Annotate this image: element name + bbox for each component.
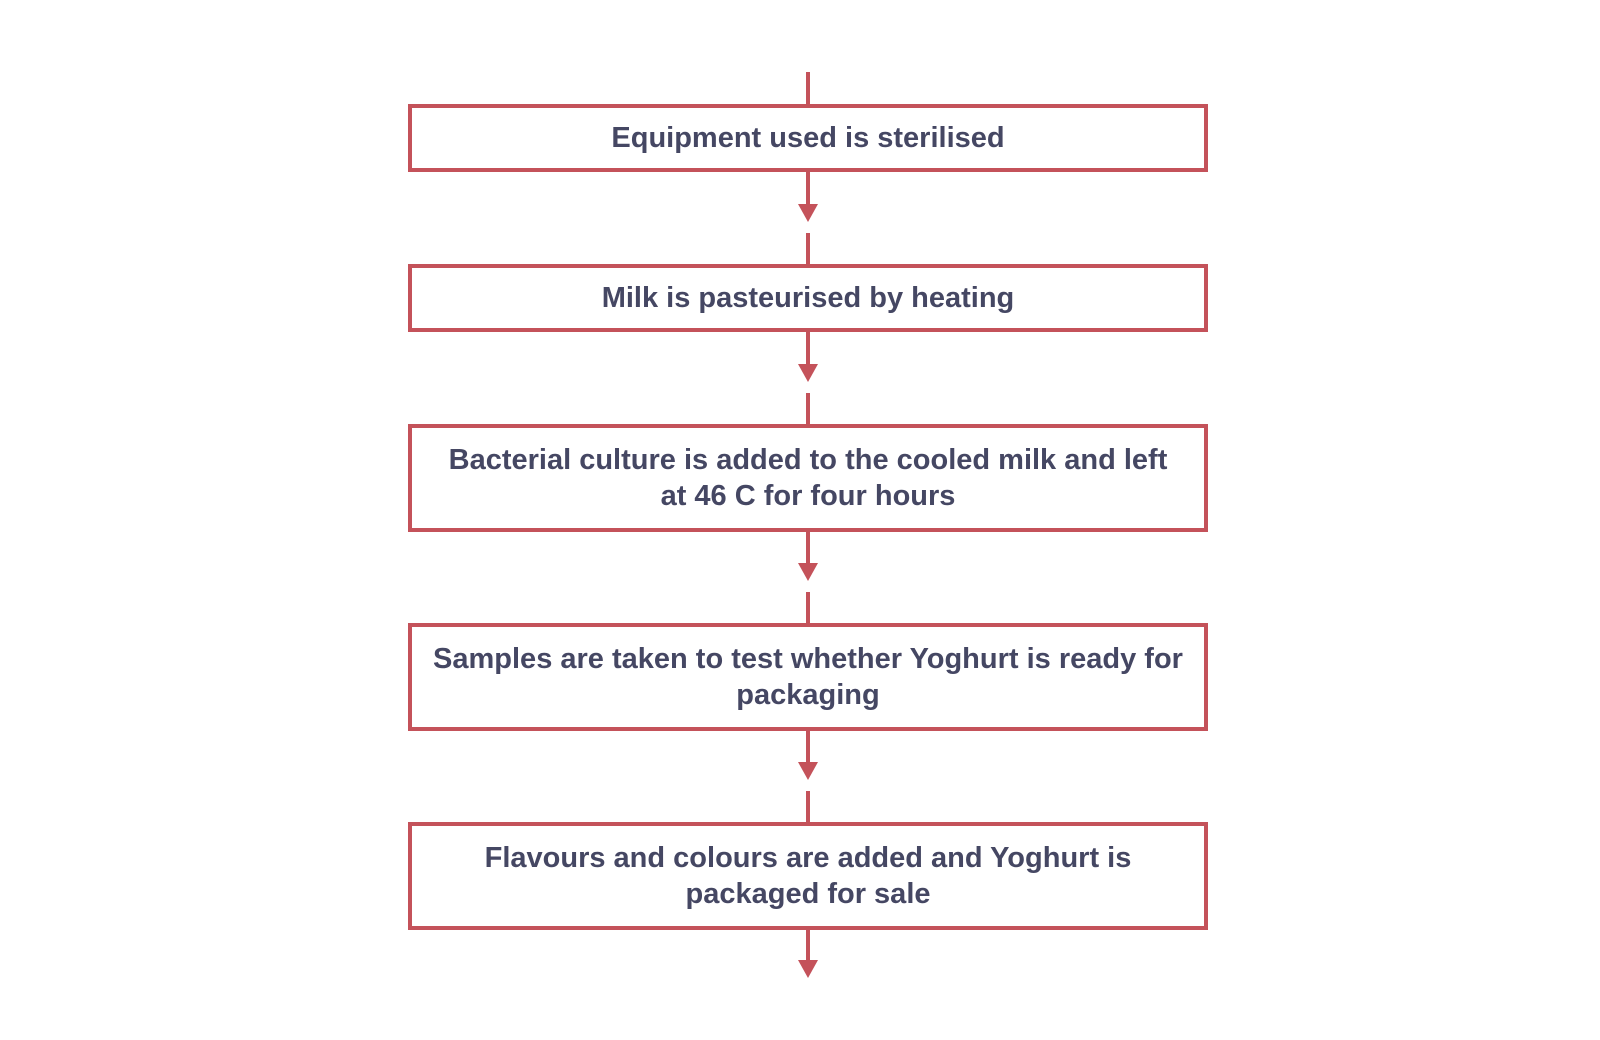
exit-arrowhead xyxy=(798,960,818,978)
flow-step-label: Bacterial culture is added to the cooled… xyxy=(448,444,1168,512)
flow-step-label: Samples are taken to test whether Yoghur… xyxy=(433,643,1183,711)
arrowhead-3 xyxy=(798,563,818,581)
flow-step-milk-pasteurised: Milk is pasteurised by heating xyxy=(408,264,1208,332)
flow-step-label: Flavours and colours are added and Yoghu… xyxy=(484,842,1132,910)
arrowhead-1 xyxy=(798,204,818,222)
flow-step-label: Milk is pasteurised by heating xyxy=(601,282,1015,314)
flow-step-flavours-packaged: Flavours and colours are added and Yoghu… xyxy=(408,822,1208,930)
flow-step-samples-tested: Samples are taken to test whether Yoghur… xyxy=(408,623,1208,731)
flow-step-equipment-sterilised: Equipment used is sterilised xyxy=(408,104,1208,172)
arrowhead-4 xyxy=(798,762,818,780)
flow-step-bacterial-culture: Bacterial culture is added to the cooled… xyxy=(408,424,1208,532)
flow-step-label: Equipment used is sterilised xyxy=(611,122,1005,154)
arrowhead-2 xyxy=(798,364,818,382)
